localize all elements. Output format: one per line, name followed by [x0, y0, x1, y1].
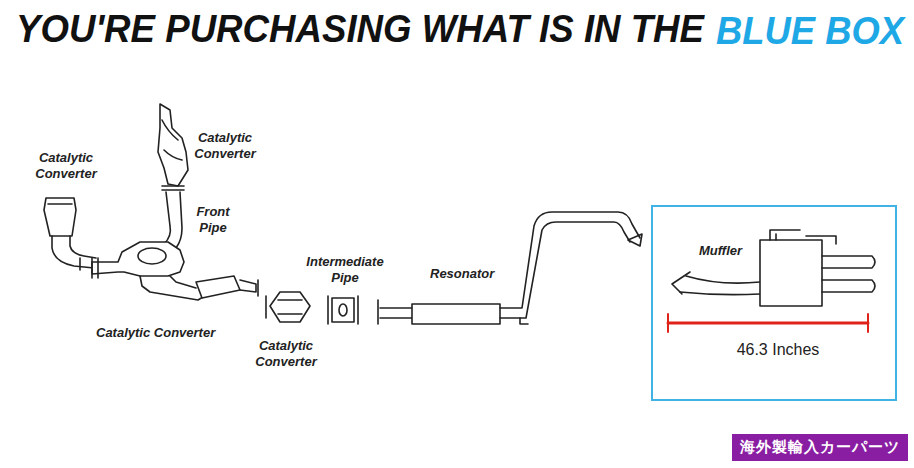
- part-label: Front Pipe: [190, 204, 236, 236]
- dimension-line: [668, 314, 868, 332]
- part-label: Catalytic Converter: [26, 150, 106, 182]
- part-label: Catalytic Converter: [96, 325, 215, 341]
- y-pipe-converter: [92, 242, 258, 300]
- front-pipe: [164, 192, 182, 248]
- watermark: 海外製輸入カーパーツ: [732, 434, 908, 461]
- dimension-label: 46.3 Inches: [657, 341, 899, 359]
- resonator-pipe: [378, 212, 642, 324]
- part-label: Muffler: [699, 243, 742, 259]
- part-label: Catalytic Converter: [246, 338, 326, 370]
- intermediate-pipe: [328, 296, 358, 324]
- part-label: Resonator: [430, 266, 494, 282]
- catalytic-converter-top: [158, 104, 188, 190]
- part-label: Catalytic Converter: [186, 130, 264, 162]
- blue-box-title: BLUE BOX: [716, 10, 904, 53]
- blue-box: Muffler 46.3 Inches: [651, 205, 897, 401]
- part-label: Intermediate Pipe: [298, 254, 392, 286]
- catalytic-converter-left: [44, 198, 96, 270]
- catalytic-converter-small: [266, 292, 310, 322]
- page-title: YOU'RE PURCHASING WHAT IS IN THE: [16, 8, 704, 51]
- muffler-drawing: [672, 230, 875, 306]
